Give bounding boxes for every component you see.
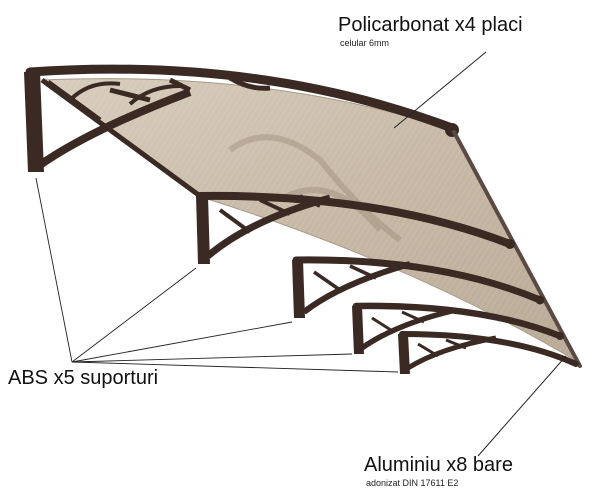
bracket-2	[196, 191, 515, 264]
label-polycarbonate-subtitle: celular 6mm	[340, 38, 390, 48]
front-aluminium-bar	[40, 77, 582, 368]
label-polycarbonate-title: Policarbonat x4 placi	[338, 14, 523, 36]
leader-supports	[35, 177, 399, 373]
leader-aluminium	[477, 355, 567, 457]
label-aluminium-title: Aluminiu x8 bare	[364, 454, 513, 476]
label-supports-title: ABS x5 suporturi	[8, 367, 159, 389]
leader-polycarbonate	[393, 51, 487, 129]
bracket-3	[292, 256, 545, 318]
label-aluminium-subtitle: adonizat DIN 17611 E2	[366, 478, 459, 488]
polycarbonate-panel	[40, 78, 580, 364]
bracket-4	[352, 302, 564, 354]
bracket-5	[398, 331, 579, 374]
